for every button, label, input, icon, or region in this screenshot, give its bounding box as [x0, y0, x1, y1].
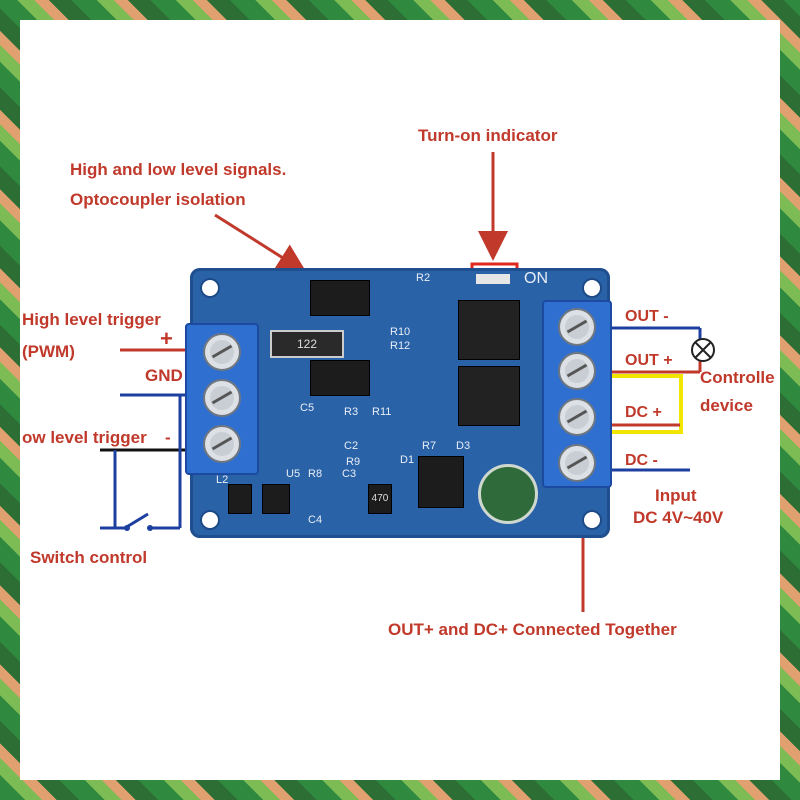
screw-icon [203, 379, 241, 417]
lamp-icon [691, 338, 715, 362]
silk-r11: R11 [372, 406, 392, 418]
mount-hole [200, 510, 220, 530]
u5-chip [262, 484, 290, 514]
label-high-low-signals: High and low level signals. [70, 160, 287, 179]
silk-r3: R3 [344, 406, 359, 418]
mosfet-module-board: 122 470 ON R2 R10 R12 R3 R11 C5 C2 R9 R7… [185, 268, 612, 538]
mosfet-chip [458, 300, 520, 360]
regulator-chip [418, 456, 464, 508]
silk-c2: C2 [344, 440, 359, 452]
mount-hole [582, 278, 602, 298]
screw-icon [203, 425, 241, 463]
silk-r9: R9 [346, 456, 361, 468]
label-low-level-trigger: ow level trigger [22, 428, 147, 447]
label-dc-plus: DC + [625, 404, 662, 421]
input-terminal-block [185, 323, 259, 475]
on-led [476, 274, 510, 284]
label-switch-control: Switch control [30, 548, 148, 567]
label-turn-on-indicator: Turn-on indicator [418, 126, 558, 145]
label-gnd: GND [145, 366, 183, 385]
inductor-l2 [228, 484, 252, 514]
silk-r10: R10 [390, 326, 411, 338]
silk-r12: R12 [390, 340, 411, 352]
label-optocoupler-isolation: Optocoupler isolation [70, 190, 246, 209]
mount-hole [200, 278, 220, 298]
mosfet-chip [458, 366, 520, 426]
arrow-optocoupler [214, 213, 308, 274]
screw-icon [558, 352, 596, 390]
label-pwm: (PWM) [22, 342, 75, 361]
electrolytic-capacitor [478, 464, 538, 524]
mount-hole [582, 510, 602, 530]
label-device: device [700, 396, 753, 415]
output-terminal-block [542, 300, 612, 488]
label-out-minus: OUT - [625, 308, 669, 325]
label-out-dc-connected: OUT+ and DC+ Connected Together [388, 620, 677, 639]
silk-c5: C5 [300, 402, 315, 414]
label-out-plus: OUT + [625, 352, 673, 369]
label-high-level-trigger: High level trigger [22, 310, 161, 329]
label-minus-input: - [165, 428, 171, 447]
screw-icon [558, 444, 596, 482]
silk-l2: L2 [216, 474, 229, 486]
screw-icon [558, 398, 596, 436]
optocoupler-chip [310, 280, 370, 316]
screw-icon [558, 308, 596, 346]
label-input: Input [655, 486, 697, 505]
silk-d3: D3 [456, 440, 471, 452]
label-plus-input: + [160, 326, 173, 351]
resistor-122: 122 [270, 330, 344, 358]
optocoupler-chip [310, 360, 370, 396]
label-input-range: DC 4V~40V [633, 508, 724, 527]
label-controller: Controlle [700, 368, 775, 387]
inductor-470: 470 [368, 484, 392, 514]
silk-d1: D1 [400, 454, 415, 466]
silk-on: ON [524, 270, 548, 287]
silk-u5: U5 [286, 468, 301, 480]
label-dc-minus: DC - [625, 452, 658, 469]
screw-icon [203, 333, 241, 371]
silk-r7: R7 [422, 440, 437, 452]
silk-c4: C4 [308, 514, 323, 526]
silk-r2: R2 [416, 272, 431, 284]
silk-c3: C3 [342, 468, 357, 480]
silk-r8: R8 [308, 468, 323, 480]
